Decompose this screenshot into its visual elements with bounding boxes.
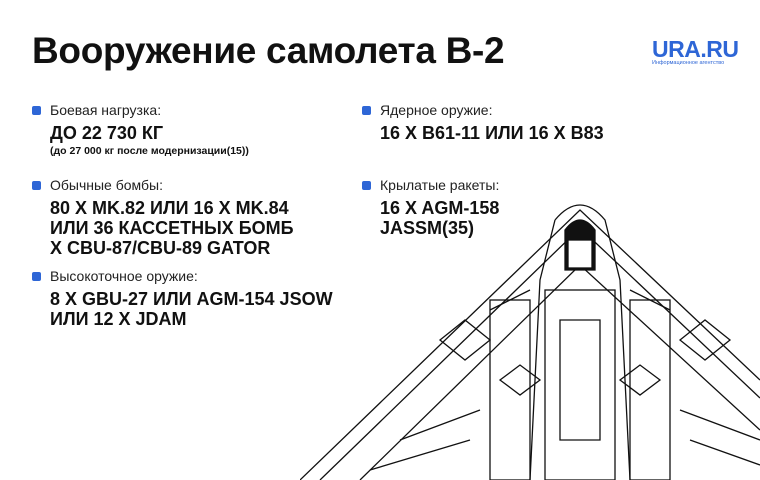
b2-bomber-drawing xyxy=(300,204,760,480)
payload-block: Боевая нагрузка: До 22 730 кг (до 27 000… xyxy=(32,102,249,157)
conventional-bombs-block: Обычные бомбы: 80 x Mk.82 или 16 x Mk.84… xyxy=(32,177,294,258)
page-title: Вооружение самолета B-2 xyxy=(32,30,505,71)
nuclear-weapons-block: Ядерное оружие: 16 x B61-11 или 16 x B83 xyxy=(362,102,604,143)
precision-weapons-block: Высокоточное оружие: 8 x GBU-27 или AGM-… xyxy=(32,268,333,329)
cruise-missiles-block: Крылатые ракеты: 16 x AGM-158 JASSM(35) xyxy=(362,177,499,238)
ura-ru-logo: URA.RU Информационное агентство xyxy=(652,36,739,67)
